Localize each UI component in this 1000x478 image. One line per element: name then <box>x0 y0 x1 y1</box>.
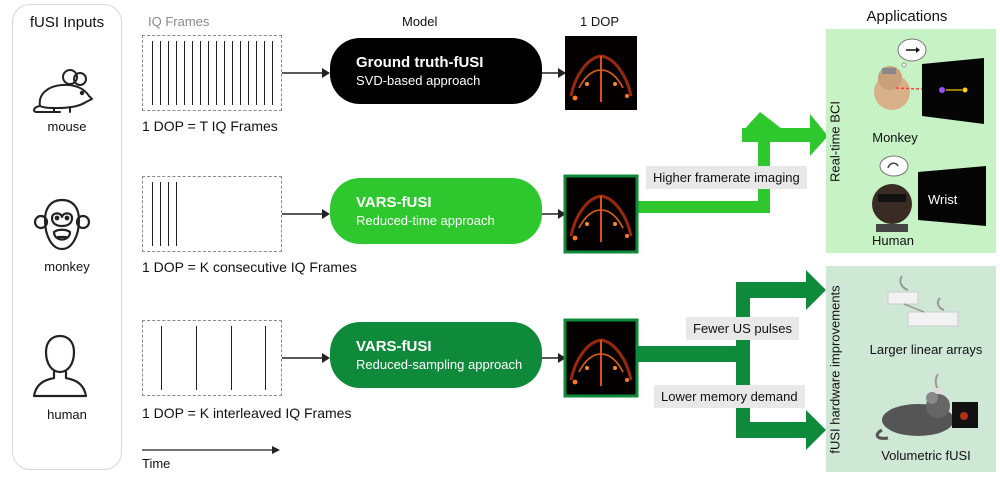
hardware-volumetric-label: Volumetric fUSI <box>881 448 971 463</box>
iq-frame-line <box>161 326 163 390</box>
time-label: Time <box>142 456 171 471</box>
iq-frame-line <box>152 182 154 246</box>
mouse-icon <box>32 69 93 113</box>
model-title: Ground truth-fUSI <box>356 54 484 71</box>
linear-array-icon <box>887 275 959 327</box>
iq-frames-box <box>142 176 282 252</box>
iq-frames-box <box>142 320 282 396</box>
hardware-arrays-label: Larger linear arrays <box>869 342 983 357</box>
arrow <box>282 68 330 78</box>
iq-frame-line <box>232 41 234 105</box>
dop-caption: 1 DOP = K consecutive IQ Frames <box>142 259 357 275</box>
arrow <box>542 353 566 363</box>
iq-frame-line <box>152 41 154 105</box>
iq-frame-line <box>168 41 170 105</box>
inputs-panel <box>12 4 122 470</box>
model-subtitle: Reduced-time approach <box>356 213 495 228</box>
iq-frame-line <box>192 41 194 105</box>
hardware-title: fUSI hardware improvements <box>827 285 843 454</box>
iq-frames-box <box>142 35 282 111</box>
monkey-bci-illustration <box>874 38 984 124</box>
arrow <box>542 68 566 78</box>
dop-image <box>563 318 639 398</box>
callout-pulses: Fewer US pulses <box>686 317 799 340</box>
callout-framerate: Higher framerate imaging <box>646 166 807 189</box>
iq-frame-line <box>168 182 170 246</box>
model-vars-reduced-time: VARS-fUSI Reduced-time approach <box>330 178 542 244</box>
model-subtitle: Reduced-sampling approach <box>356 357 523 372</box>
iq-frame-line <box>264 41 266 105</box>
iq-frame-line <box>184 41 186 105</box>
iq-frame-line <box>256 41 258 105</box>
arrow <box>282 209 330 219</box>
bci-wrist-label: Wrist <box>928 192 958 207</box>
model-title: VARS-fUSI <box>356 194 432 211</box>
species-label-monkey: monkey <box>44 259 90 274</box>
bci-monkey-label: Monkey <box>872 130 918 145</box>
bci-title: Real-time BCI <box>827 101 843 182</box>
iq-frame-line <box>248 41 250 105</box>
species-label-human: human <box>47 407 87 422</box>
dop-image <box>563 174 639 254</box>
human-bci-illustration <box>872 155 986 232</box>
arrow <box>282 353 330 363</box>
iq-frame-line <box>176 41 178 105</box>
dop-image <box>565 36 637 110</box>
dop-caption: 1 DOP = T IQ Frames <box>142 118 278 134</box>
iq-frame-line <box>224 41 226 105</box>
time-axis-arrow <box>142 446 280 454</box>
iq-frame-line <box>265 326 267 390</box>
human-icon <box>32 334 88 398</box>
callout-memory: Lower memory demand <box>654 385 805 408</box>
iq-frame-line <box>160 182 162 246</box>
iq-frame-line <box>272 41 274 105</box>
iq-frames-header: IQ Frames <box>148 14 210 29</box>
iq-frame-line <box>160 41 162 105</box>
model-vars-reduced-sampling: VARS-fUSI Reduced-sampling approach <box>330 322 542 388</box>
arrow <box>542 209 566 219</box>
dop-header: 1 DOP <box>580 14 620 29</box>
inputs-title: fUSI Inputs <box>29 14 105 31</box>
bci-human-label: Human <box>872 233 914 248</box>
species-label-mouse: mouse <box>47 119 87 134</box>
iq-frame-line <box>196 326 198 390</box>
model-ground-truth: Ground truth-fUSI SVD-based approach <box>330 38 542 104</box>
volumetric-mouse-icon <box>875 373 978 440</box>
iq-frame-line <box>208 41 210 105</box>
iq-frame-line <box>231 326 233 390</box>
applications-header: Applications <box>866 8 948 25</box>
iq-frame-line <box>216 41 218 105</box>
iq-frame-line <box>176 182 178 246</box>
monkey-icon <box>33 198 91 251</box>
dop-caption: 1 DOP = K interleaved IQ Frames <box>142 405 352 421</box>
model-title: VARS-fUSI <box>356 338 432 355</box>
model-subtitle: SVD-based approach <box>356 73 481 88</box>
model-header: Model <box>402 14 438 29</box>
iq-frame-line <box>200 41 202 105</box>
iq-frame-line <box>240 41 242 105</box>
